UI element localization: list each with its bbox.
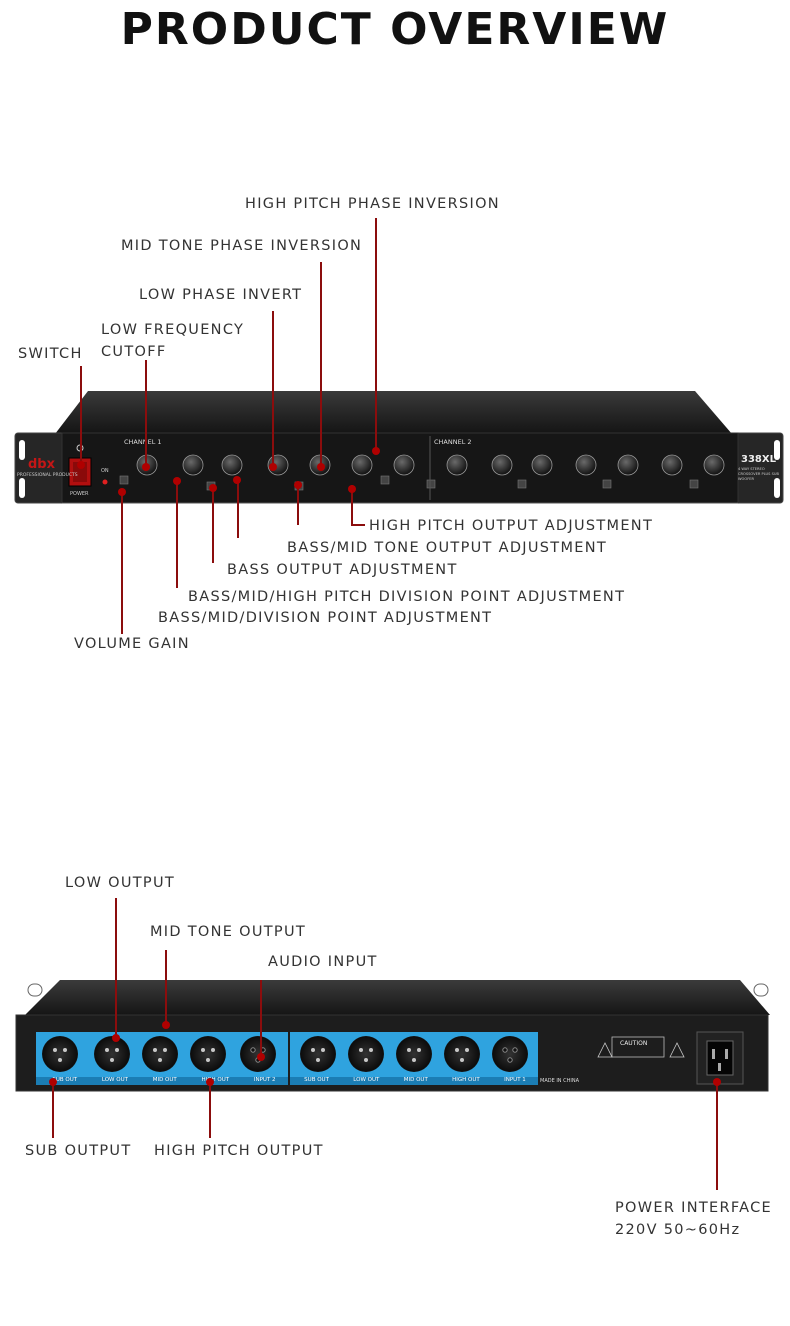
label-power-line1: POWER INTERFACE bbox=[615, 1200, 773, 1216]
rear-jack-labels-2: SUB OUT LOW OUT MID OUT HIGH OUT INPUT 1 bbox=[292, 1077, 538, 1083]
jack-label: LOW OUT bbox=[353, 1077, 380, 1083]
label-low-frequency-cutoff: LOW FREQUENCY CUTOFF bbox=[101, 319, 244, 363]
jack-label: LOW OUT bbox=[101, 1077, 128, 1083]
label-volume-gain: VOLUME GAIN bbox=[74, 636, 190, 652]
page-title: PRODUCT OVERVIEW bbox=[120, 4, 670, 55]
label-low-frequency-line2: CUTOFF bbox=[101, 344, 167, 360]
front-knobs bbox=[136, 454, 725, 476]
model-name: 338XL bbox=[741, 454, 776, 465]
xlr-jacks bbox=[42, 1036, 528, 1072]
label-bass-mid-tone-output-adjustment: BASS/MID TONE OUTPUT ADJUSTMENT bbox=[287, 540, 608, 556]
model-sub: 4 WAY STEREO CROSSOVER PLUS SUB WOOFER bbox=[738, 467, 779, 481]
label-sub-output: SUB OUTPUT bbox=[25, 1143, 132, 1159]
caution-text: CAUTION bbox=[620, 1040, 648, 1047]
front-panel-image: dbx bbox=[14, 391, 784, 504]
jack-label: HIGH OUT bbox=[452, 1077, 480, 1083]
label-high-pitch-phase-inversion: HIGH PITCH PHASE INVERSION bbox=[245, 196, 500, 212]
label-audio-input: AUDIO INPUT bbox=[268, 954, 378, 970]
rear-panel-image bbox=[15, 980, 770, 1092]
jack-label: SUB OUT bbox=[52, 1077, 78, 1083]
label-bass-mid-division: BASS/MID/DIVISION POINT ADJUSTMENT bbox=[158, 610, 493, 626]
label-power-line2: 220V 50~60Hz bbox=[615, 1222, 741, 1238]
label-mid-tone-output: MID TONE OUTPUT bbox=[150, 924, 307, 940]
label-high-pitch-output: HIGH PITCH OUTPUT bbox=[154, 1143, 324, 1159]
label-low-output: LOW OUTPUT bbox=[65, 875, 176, 891]
jack-label: MID OUT bbox=[403, 1077, 428, 1083]
label-high-pitch-output-adjustment: HIGH PITCH OUTPUT ADJUSTMENT bbox=[369, 518, 654, 534]
label-low-phase-invert: LOW PHASE INVERT bbox=[139, 287, 303, 303]
jack-label: INPUT 1 bbox=[504, 1077, 526, 1083]
rear-jack-labels-1: SUB OUT LOW OUT MID OUT HIGH OUT INPUT 2 bbox=[40, 1077, 288, 1083]
brand-sub: PROFESSIONAL PRODUCTS bbox=[17, 473, 78, 478]
channel-2-label: CHANNEL 2 bbox=[434, 438, 472, 446]
jack-label: MID OUT bbox=[152, 1077, 177, 1083]
made-in-text: MADE IN CHINA bbox=[540, 1078, 580, 1084]
jack-label: HIGH OUT bbox=[201, 1077, 230, 1083]
power-text: POWER bbox=[70, 491, 89, 497]
brand-logo: dbx bbox=[28, 457, 56, 472]
label-bass-mid-high-division: BASS/MID/HIGH PITCH DIVISION POINT ADJUS… bbox=[188, 589, 626, 605]
label-mid-tone-phase-inversion: MID TONE PHASE INVERSION bbox=[121, 238, 363, 254]
label-bass-output-adjustment: BASS OUTPUT ADJUSTMENT bbox=[227, 562, 458, 578]
label-switch: SWITCH bbox=[18, 346, 83, 362]
on-text: ON bbox=[101, 468, 109, 474]
label-power-interface: POWER INTERFACE 220V 50~60Hz bbox=[615, 1197, 772, 1241]
channel-1-label: CHANNEL 1 bbox=[124, 438, 162, 446]
jack-label: SUB OUT bbox=[304, 1077, 329, 1083]
label-low-frequency-line1: LOW FREQUENCY bbox=[101, 322, 245, 338]
jack-label: INPUT 2 bbox=[253, 1077, 276, 1083]
